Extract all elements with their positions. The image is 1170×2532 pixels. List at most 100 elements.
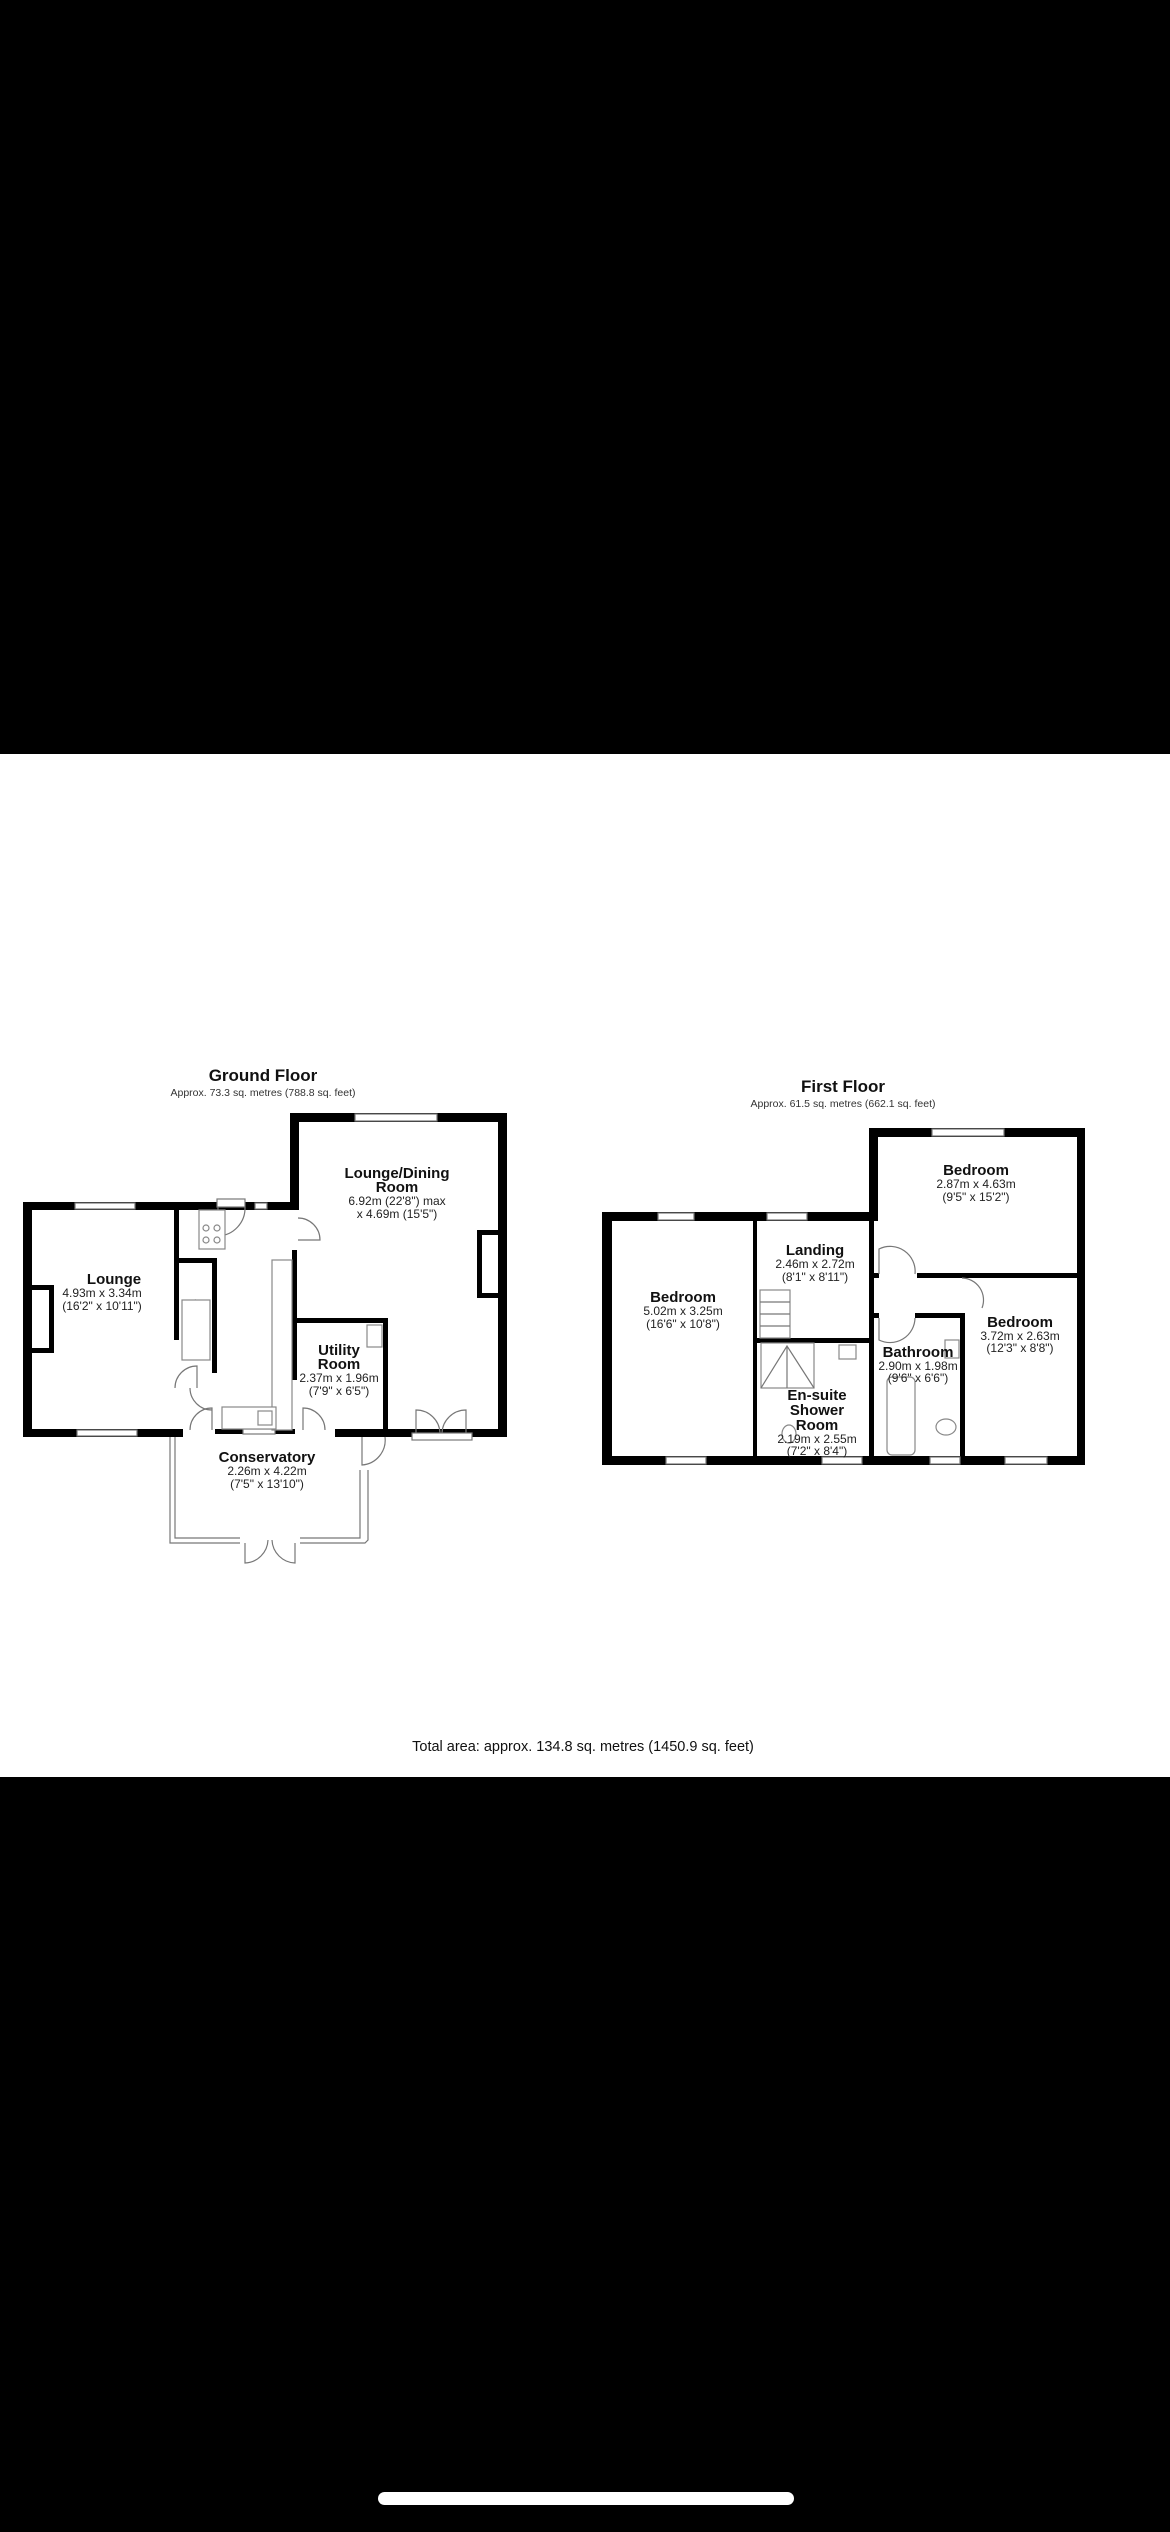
room-dims-imperial: (8'1" x 8'11") xyxy=(782,1270,848,1284)
ground-floor-area: Approx. 73.3 sq. metres (788.8 sq. feet) xyxy=(170,1087,355,1099)
hob-ring xyxy=(202,1236,210,1244)
room-name: Conservatory xyxy=(219,1449,316,1466)
wall xyxy=(869,1221,874,1456)
worktop xyxy=(271,1259,293,1431)
chimney-breast xyxy=(477,1293,498,1298)
room-name: Room xyxy=(318,1356,361,1373)
chimney-breast xyxy=(32,1285,54,1290)
window xyxy=(821,1456,863,1465)
room-name: Lounge/Dining xyxy=(345,1165,450,1182)
door-swing xyxy=(878,1245,916,1275)
room-name: Bathroom xyxy=(883,1344,954,1361)
room-name: Bedroom xyxy=(943,1162,1009,1179)
window xyxy=(74,1202,136,1210)
window xyxy=(931,1128,1005,1137)
room-dims-imperial: x 4.69m (15'5") xyxy=(357,1207,438,1221)
room-dims-imperial: (16'2" x 10'11") xyxy=(62,1299,142,1313)
room-dims-metric: 2.87m x 4.63m xyxy=(936,1177,1015,1191)
chimney-breast xyxy=(32,1348,54,1353)
wall xyxy=(960,1313,965,1456)
room-dims-metric: 2.19m x 2.55m xyxy=(777,1432,856,1446)
floorplan-sheet xyxy=(0,754,1170,1777)
conservatory-glazing xyxy=(174,1437,361,1539)
room-name: Bedroom xyxy=(987,1314,1053,1331)
toilet-icon xyxy=(781,1424,797,1444)
room-name: Shower xyxy=(790,1402,844,1419)
hob-ring xyxy=(202,1224,210,1232)
wall xyxy=(290,1113,299,1210)
room-dims-imperial: (12'3" x 8'8") xyxy=(986,1341,1053,1355)
wall xyxy=(602,1212,878,1221)
door-swing xyxy=(189,1387,213,1411)
wall xyxy=(177,1258,217,1263)
wall xyxy=(602,1212,612,1465)
chimney-breast xyxy=(49,1285,54,1353)
room-dims-metric: 3.72m x 2.63m xyxy=(980,1329,1059,1343)
wall xyxy=(23,1202,298,1210)
first-floor-area: Approx. 61.5 sq. metres (662.1 sq. feet) xyxy=(750,1098,935,1110)
wall xyxy=(869,1128,878,1221)
window xyxy=(242,1428,276,1435)
room-name: Bedroom xyxy=(650,1289,716,1306)
room-dims-imperial: (9'5" x 15'2") xyxy=(942,1190,1009,1204)
room-dims-metric: 2.26m x 4.22m xyxy=(227,1464,306,1478)
room-name: Lounge xyxy=(87,1271,141,1288)
home-indicator[interactable] xyxy=(378,2492,794,2505)
sink-icon xyxy=(257,1410,273,1426)
stairs xyxy=(181,1299,211,1361)
room-dims-metric: 2.90m x 1.98m xyxy=(878,1359,957,1373)
room-dims-metric: 4.93m x 3.34m xyxy=(62,1286,141,1300)
room-dims-metric: 6.92m (22'8") max xyxy=(348,1194,445,1208)
conservatory-doors-swing xyxy=(244,1539,296,1564)
window xyxy=(766,1212,808,1221)
basin-icon xyxy=(944,1339,960,1359)
chimney-breast xyxy=(477,1230,498,1235)
toilet-icon xyxy=(935,1418,957,1436)
chimney-breast xyxy=(477,1230,482,1298)
door-swing xyxy=(189,1407,213,1431)
ground-floor-title: Ground Floor xyxy=(209,1066,318,1085)
wall xyxy=(917,1273,1077,1278)
french-door-frame xyxy=(411,1432,473,1441)
window xyxy=(254,1202,268,1210)
stairs-treads xyxy=(760,1301,790,1327)
window xyxy=(665,1456,707,1465)
wall xyxy=(292,1250,297,1380)
door-swing xyxy=(361,1436,386,1466)
wall xyxy=(757,1338,873,1343)
wall xyxy=(212,1258,217,1373)
wall xyxy=(874,1313,879,1318)
room-dims-imperial: (9'6" x 6'6") xyxy=(888,1371,948,1385)
ground-floor-plan: Ground Floor Approx. 73.3 sq. metres (78… xyxy=(23,1066,507,1564)
room-dims-imperial: (7'9" x 6'5") xyxy=(309,1384,369,1398)
wall xyxy=(874,1273,879,1278)
hob-ring xyxy=(213,1236,221,1244)
room-dims-imperial: (16'6" x 10'8") xyxy=(646,1317,720,1331)
door-swing xyxy=(878,1317,916,1344)
room-dims-metric: 2.37m x 1.96m xyxy=(299,1371,378,1385)
wall xyxy=(753,1221,757,1456)
room-dims-imperial: (7'5" x 13'10") xyxy=(230,1477,304,1491)
door-swing xyxy=(302,1407,326,1431)
wall xyxy=(297,1318,387,1323)
room-name: Room xyxy=(796,1417,839,1434)
door-swing xyxy=(297,1217,321,1241)
room-name: Utility xyxy=(318,1342,360,1359)
room-name: En-suite xyxy=(787,1387,846,1404)
room-dims-metric: 2.46m x 2.72m xyxy=(775,1257,854,1271)
window xyxy=(657,1212,695,1221)
wall xyxy=(498,1113,507,1437)
room-name: Room xyxy=(376,1179,419,1196)
total-area: Total area: approx. 134.8 sq. metres (14… xyxy=(412,1739,754,1755)
wall xyxy=(383,1318,388,1433)
door-swing xyxy=(174,1365,198,1389)
wall xyxy=(174,1210,179,1340)
first-floor-title: First Floor xyxy=(801,1077,885,1096)
window xyxy=(354,1113,438,1122)
room-dims-imperial: (7'2" x 8'4") xyxy=(787,1444,847,1458)
wall xyxy=(915,1313,965,1318)
wall xyxy=(1077,1128,1085,1465)
bath-icon xyxy=(886,1376,916,1456)
window xyxy=(1004,1456,1048,1465)
